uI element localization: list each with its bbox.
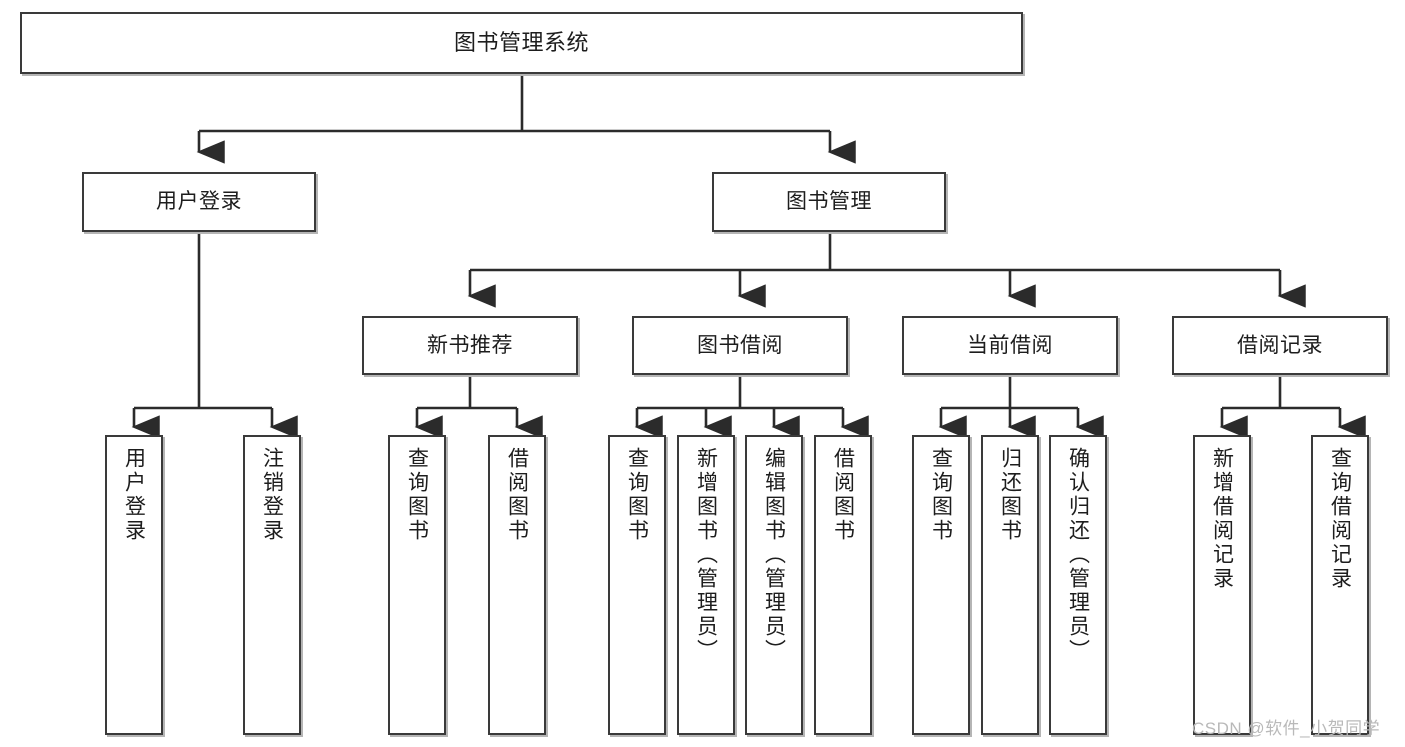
node-label: 确认归还（管理员）: [1066, 447, 1090, 663]
node-new-book-recommend[interactable]: 新书推荐: [362, 316, 578, 375]
leaf-add-book[interactable]: 新增图书（管理员）: [677, 435, 735, 735]
node-label: 查询图书: [929, 447, 953, 543]
node-label: 图书管理: [786, 190, 872, 214]
leaf-logout-login[interactable]: 注销登录: [243, 435, 301, 735]
leaf-return-book[interactable]: 归还图书: [981, 435, 1039, 735]
node-label: 用户登录: [156, 190, 242, 214]
leaf-query-book-borrow[interactable]: 查询图书: [608, 435, 666, 735]
node-label: 归还图书: [998, 447, 1022, 543]
node-root-system[interactable]: 图书管理系统: [20, 12, 1023, 74]
leaf-query-borrow-record[interactable]: 查询借阅记录: [1311, 435, 1369, 735]
leaf-add-borrow-record[interactable]: 新增借阅记录: [1193, 435, 1251, 735]
node-label: 编辑图书（管理员）: [762, 447, 786, 663]
leaf-query-book-current[interactable]: 查询图书: [912, 435, 970, 735]
node-label: 新书推荐: [427, 333, 513, 357]
leaf-borrow-book-recommend[interactable]: 借阅图书: [488, 435, 546, 735]
node-label: 图书管理系统: [453, 29, 589, 55]
watermark-text: CSDN @软件_小贺同学: [1192, 719, 1381, 738]
node-book-borrow[interactable]: 图书借阅: [632, 316, 848, 375]
leaf-user-login[interactable]: 用户登录: [105, 435, 163, 735]
node-current-borrow[interactable]: 当前借阅: [902, 316, 1118, 375]
node-label: 查询借阅记录: [1328, 447, 1352, 591]
node-label: 注销登录: [260, 447, 284, 543]
node-borrow-record[interactable]: 借阅记录: [1172, 316, 1388, 375]
node-label: 借阅图书: [831, 447, 855, 543]
node-label: 借阅记录: [1237, 333, 1323, 357]
leaf-edit-book[interactable]: 编辑图书（管理员）: [745, 435, 803, 735]
node-book-manage[interactable]: 图书管理: [712, 172, 946, 232]
node-label: 当前借阅: [967, 333, 1053, 357]
node-label: 用户登录: [122, 447, 146, 543]
node-label: 查询图书: [625, 447, 649, 543]
node-label: 查询图书: [405, 447, 429, 543]
leaf-query-book-recommend[interactable]: 查询图书: [388, 435, 446, 735]
node-label: 新增借阅记录: [1210, 447, 1234, 591]
node-label: 借阅图书: [505, 447, 529, 543]
node-user-login[interactable]: 用户登录: [82, 172, 316, 232]
leaf-confirm-return[interactable]: 确认归还（管理员）: [1049, 435, 1107, 735]
leaf-borrow-book[interactable]: 借阅图书: [814, 435, 872, 735]
node-label: 新增图书（管理员）: [694, 447, 718, 663]
node-label: 图书借阅: [697, 333, 783, 357]
